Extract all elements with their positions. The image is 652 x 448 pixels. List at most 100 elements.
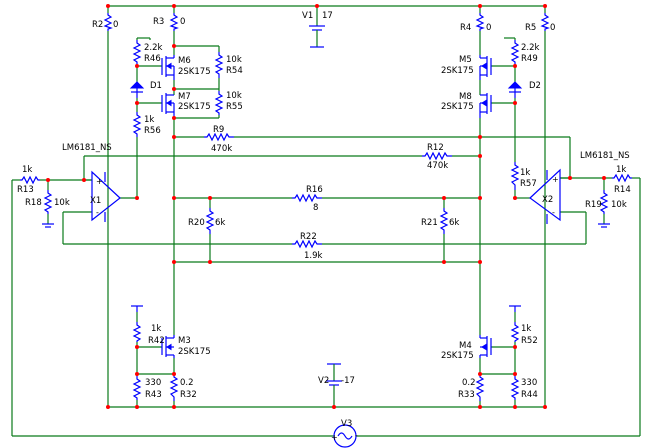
label-r52-name: R52 (521, 336, 538, 346)
resistor-r9[interactable] (204, 132, 234, 142)
resistor-r4[interactable] (475, 13, 485, 31)
label-r49-value: 2.2k (521, 43, 540, 53)
label-r5-name: R5 (525, 23, 536, 33)
resistor-r2[interactable] (103, 13, 113, 31)
label-r12-value: 470k (427, 161, 448, 171)
resistor-r19[interactable] (598, 190, 610, 228)
opamp-x1-plus: + (96, 177, 103, 186)
label-r43-name: R43 (145, 390, 162, 400)
label-r9-value: 470k (211, 144, 232, 154)
resistor-r18[interactable] (42, 190, 54, 228)
voltage-source-v2[interactable] (326, 363, 342, 398)
resistor-r22[interactable] (292, 239, 322, 249)
resistor-r57[interactable] (510, 162, 520, 190)
label-r54-name: R54 (226, 66, 243, 76)
label-m4-part: 2SK175 (441, 351, 474, 361)
label-x1-part: LM6181_NS (62, 143, 112, 153)
resistor-r55[interactable] (214, 91, 224, 115)
wires (11, 5, 641, 437)
resistor-r14[interactable] (612, 173, 632, 183)
label-r3-value: 0 (180, 17, 185, 27)
resistor-r3[interactable] (169, 13, 179, 31)
junctions (46, 4, 606, 409)
resistor-r46[interactable] (132, 40, 142, 66)
label-r22-value: 1.9k (304, 251, 323, 261)
v3-plus-sign: + (331, 433, 338, 442)
label-m5-name: M5 (459, 55, 472, 65)
label-r5-value: 0 (550, 23, 555, 33)
opamp-x2-plus: + (552, 175, 559, 184)
mosfet-m5[interactable] (479, 55, 492, 80)
resistor-r49[interactable] (510, 40, 520, 66)
ground-right-lower (509, 305, 521, 312)
resistor-r12[interactable] (422, 151, 452, 161)
voltage-source-v3[interactable]: - + (331, 424, 358, 448)
label-r32-value: 0.2 (180, 378, 194, 388)
label-m5-part: 2SK175 (441, 66, 474, 76)
label-x1-name: X1 (90, 196, 101, 206)
label-v1-name: V1 (302, 11, 313, 21)
diode-d2[interactable] (507, 81, 523, 98)
label-r49-name: R49 (521, 54, 538, 64)
resistor-r52[interactable] (510, 322, 520, 342)
v3-minus-sign: - (355, 431, 358, 440)
label-r3-name: R3 (153, 17, 164, 27)
diode-d1[interactable] (129, 81, 145, 98)
resistor-r32[interactable] (169, 374, 179, 401)
label-m8-name: M8 (459, 92, 472, 102)
label-m8-part: 2SK175 (441, 102, 474, 112)
label-v2-name: V2 (318, 376, 329, 386)
label-r43-value: 330 (145, 378, 161, 388)
label-r32-name: R32 (180, 390, 197, 400)
label-r46-value: 2.2k (144, 43, 163, 53)
resistor-r33[interactable] (475, 374, 485, 401)
label-r55-value: 10k (226, 91, 242, 101)
label-r16-name: R16 (306, 185, 323, 195)
resistor-r54[interactable] (214, 52, 224, 78)
label-r19-value: 10k (611, 200, 627, 210)
label-r52-value: 1k (521, 324, 531, 334)
opamp-x1[interactable]: + - (91, 170, 121, 222)
resistor-r21[interactable] (439, 208, 449, 234)
mosfet-m6[interactable] (161, 55, 175, 80)
label-r54-value: 10k (226, 55, 242, 65)
voltage-source-v1[interactable] (309, 14, 325, 48)
resistor-r43[interactable] (132, 376, 142, 400)
label-r33-value: 0.2 (462, 378, 476, 388)
label-r57-name: R57 (520, 179, 537, 189)
resistor-r42[interactable] (132, 322, 142, 342)
label-r4-name: R4 (460, 23, 471, 33)
label-m7-part: 2SK175 (178, 102, 211, 112)
label-r12-name: R12 (427, 143, 444, 153)
resistor-r13[interactable] (20, 175, 40, 185)
mosfet-m3[interactable] (161, 335, 175, 358)
label-r56-name: R56 (144, 126, 161, 136)
label-m6-part: 2SK175 (178, 67, 211, 77)
label-r9-name: R9 (213, 125, 224, 135)
label-r18-name: R18 (25, 198, 42, 208)
resistor-r5[interactable] (540, 13, 550, 31)
label-r14-name: R14 (614, 185, 631, 195)
label-r4-value: 0 (486, 23, 491, 33)
mosfet-m7[interactable] (161, 93, 175, 118)
label-r2-name: R2 (92, 20, 103, 30)
mosfet-m8[interactable] (479, 93, 492, 118)
opamp-x1-minus: - (96, 208, 99, 217)
resistor-r44[interactable] (510, 376, 520, 400)
label-v3-name: V3 (341, 419, 352, 429)
label-r22-name: R22 (300, 232, 317, 242)
resistor-r20[interactable] (205, 208, 215, 234)
labels: R2 0 R3 0 V1 17 R4 0 R5 0 2.2k R46 M6 2S… (17, 11, 631, 429)
label-m6-name: M6 (178, 56, 191, 66)
label-m3-part: 2SK175 (178, 347, 211, 357)
opamp-x2-minus: - (552, 208, 555, 217)
opamp-x2[interactable]: + - (529, 168, 561, 224)
label-r57-value: 1k (520, 168, 530, 178)
resistor-r16[interactable] (292, 193, 322, 203)
label-v1-value: 17 (322, 11, 333, 21)
resistor-r56[interactable] (132, 112, 142, 137)
mosfet-m4[interactable] (479, 335, 492, 358)
label-r42-name: R42 (148, 336, 165, 346)
label-x2-name: X2 (542, 195, 553, 205)
label-d2-name: D2 (529, 81, 541, 91)
